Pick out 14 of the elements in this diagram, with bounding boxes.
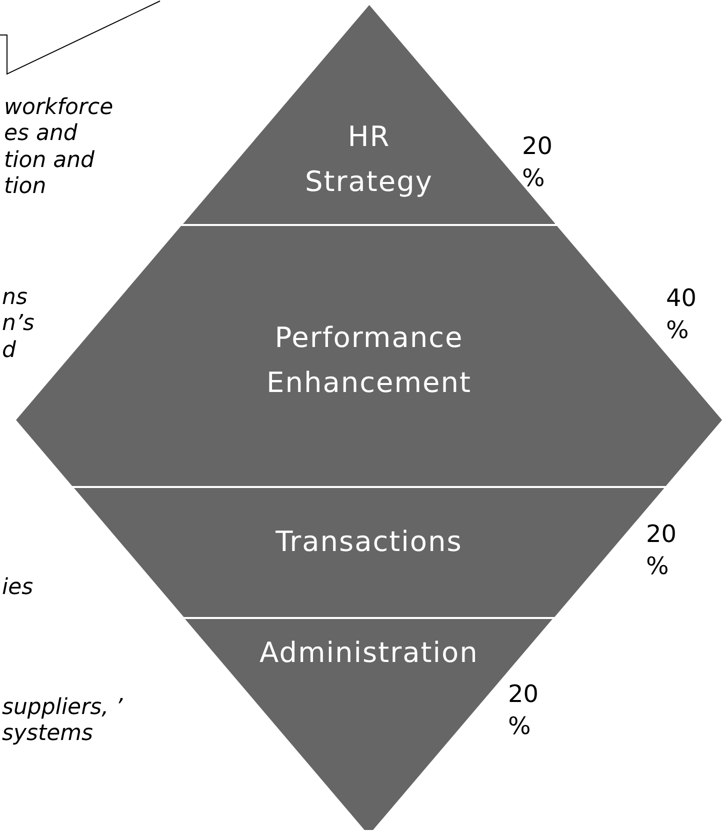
band-title: Transactions	[274, 524, 464, 560]
percentage-label: 20 %	[522, 131, 554, 194]
description-text: ies	[2, 575, 34, 602]
description-text: ns n’s d	[2, 285, 36, 364]
description-text: workforce es and tion and tion	[4, 95, 114, 201]
description-text: suppliers, ’ systems	[2, 695, 124, 748]
percentage-label: 20 %	[646, 519, 678, 582]
diamond-band	[185, 619, 553, 830]
diamond-band	[182, 5, 556, 224]
percentage-label: 20 %	[508, 679, 540, 742]
band-title: HR Strategy	[304, 119, 434, 200]
band-title: Administration	[258, 635, 480, 671]
band-title: Performance Enhancement	[266, 320, 472, 401]
percentage-label: 40 %	[666, 283, 698, 346]
